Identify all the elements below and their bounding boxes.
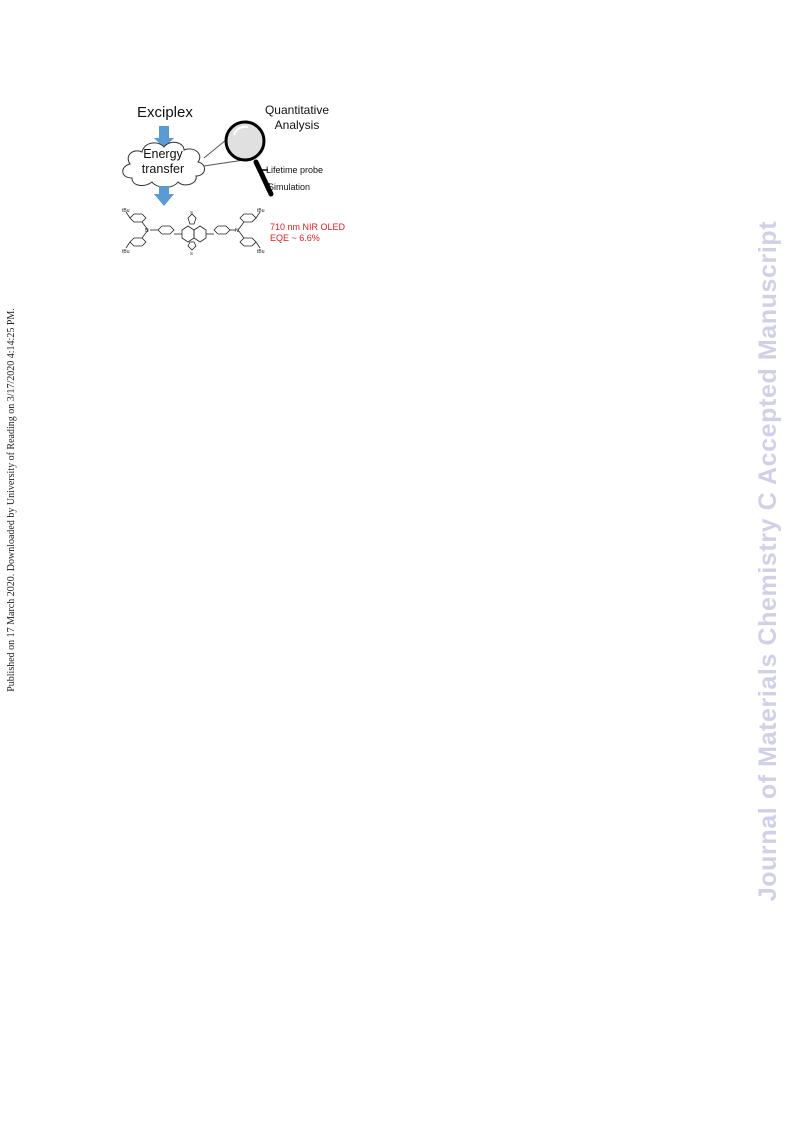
left-aryl-top <box>129 213 147 223</box>
left-phenyl <box>157 225 175 235</box>
cloud-line-2: transfer <box>141 162 185 176</box>
simulation-label: Simulation <box>268 182 311 192</box>
analysis-line-2: Analysis <box>274 118 320 132</box>
connector-line-bottom <box>203 159 245 167</box>
oled-result-label: 710 nm NIR OLED EQE ~ 6.6% <box>270 222 345 244</box>
right-phenyl <box>213 225 231 235</box>
right-aryl-bottom <box>239 237 257 247</box>
s-label-top: S <box>190 210 193 215</box>
analysis-line-1: Quantitative <box>264 103 330 117</box>
cloud-label: Energy transfer <box>135 147 191 177</box>
arrow-head-bottom <box>154 194 174 206</box>
analysis-title: Quantitative Analysis <box>259 103 335 133</box>
right-aryl-top <box>239 213 257 223</box>
core-ring-2 <box>193 225 207 243</box>
magnifier-glare <box>233 125 249 136</box>
tbu-label-top-left: tBu <box>122 208 130 214</box>
thiadiazole-top <box>187 213 197 225</box>
tbu-label-bottom-right: tBu <box>257 249 265 255</box>
n-label-right: N <box>235 228 239 234</box>
thiadiazole-bottom <box>187 241 197 251</box>
oled-line-1: 710 nm NIR OLED <box>270 222 346 232</box>
magnifier-handle <box>253 159 274 197</box>
publication-note: Published on 17 March 2020. Downloaded b… <box>6 308 17 692</box>
lifetime-probe-label: Lifetime probe <box>266 165 324 175</box>
s-label-bottom: S <box>190 251 193 256</box>
arrow-shaft-top <box>159 126 169 146</box>
left-aryl-bottom <box>129 237 147 247</box>
arrow-head-top <box>154 138 174 148</box>
n-label-left: N <box>145 228 149 234</box>
tbu-label-bottom-left: tBu <box>122 249 130 255</box>
molecule-structure <box>125 211 261 251</box>
cloud-line-1: Energy <box>143 147 183 161</box>
oled-line-2: EQE ~ 6.6% <box>270 233 320 243</box>
toc-drawing: tBu tBu tBu tBu N N S S <box>122 120 274 256</box>
connector-line-top <box>203 139 227 159</box>
exciplex-label: Exciplex <box>137 104 193 121</box>
journal-watermark: Journal of Materials Chemistry C Accepte… <box>754 220 782 902</box>
toc-graphic: tBu tBu tBu tBu N N S S Exciplex Quantit… <box>118 100 358 265</box>
core-ring-1 <box>181 225 195 243</box>
arrow-shaft-bottom <box>159 186 169 196</box>
tbu-label-top-right: tBu <box>257 208 265 214</box>
